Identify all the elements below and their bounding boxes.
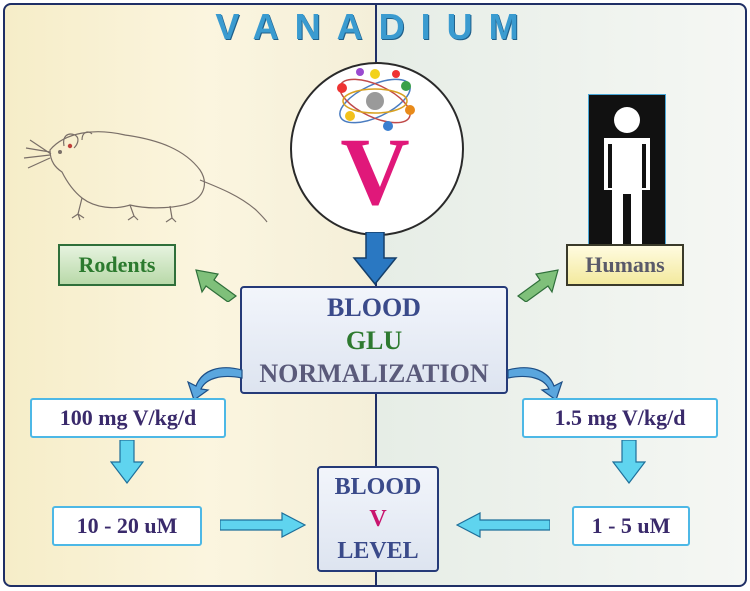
green-arrow-left [195, 269, 238, 302]
blood-v-level-box: BLOOD V LEVEL [317, 466, 439, 572]
human-figure-icon [588, 94, 666, 246]
diagram-title: VANADIUM [215, 6, 535, 47]
rodents-label: Rodents [58, 244, 176, 286]
human-dose-box: 1.5 mg V/kg/d [522, 398, 718, 438]
rodent-level-box: 10 - 20 uM [52, 506, 202, 546]
down-arrow [352, 232, 398, 286]
box-line-glu: GLU [345, 325, 403, 355]
rat-illustration [23, 131, 268, 223]
human-level-box: 1 - 5 uM [572, 506, 690, 546]
box-line-normalization: NORMALIZATION [259, 358, 489, 388]
vanadium-circle [290, 62, 464, 236]
blood-glu-normalization-box: BLOOD GLU NORMALIZATION [240, 286, 508, 394]
level-line-v: V [369, 506, 387, 532]
vanadium-symbol: V [340, 118, 410, 225]
green-arrow-right [516, 269, 559, 302]
human-down-arrow [612, 440, 646, 484]
rodent-down-arrow [110, 440, 144, 484]
level-line-level: LEVEL [337, 538, 419, 564]
curved-arrow-left [186, 367, 243, 401]
human-left-arrow [456, 512, 550, 538]
molecule-icon [337, 68, 415, 131]
curved-arrow-right [507, 367, 564, 401]
box-line-blood: BLOOD [327, 292, 421, 322]
rodent-dose-box: 100 mg V/kg/d [30, 398, 226, 438]
level-line-blood: BLOOD [334, 474, 422, 500]
rodent-right-arrow [220, 512, 306, 538]
humans-label: Humans [566, 244, 684, 286]
